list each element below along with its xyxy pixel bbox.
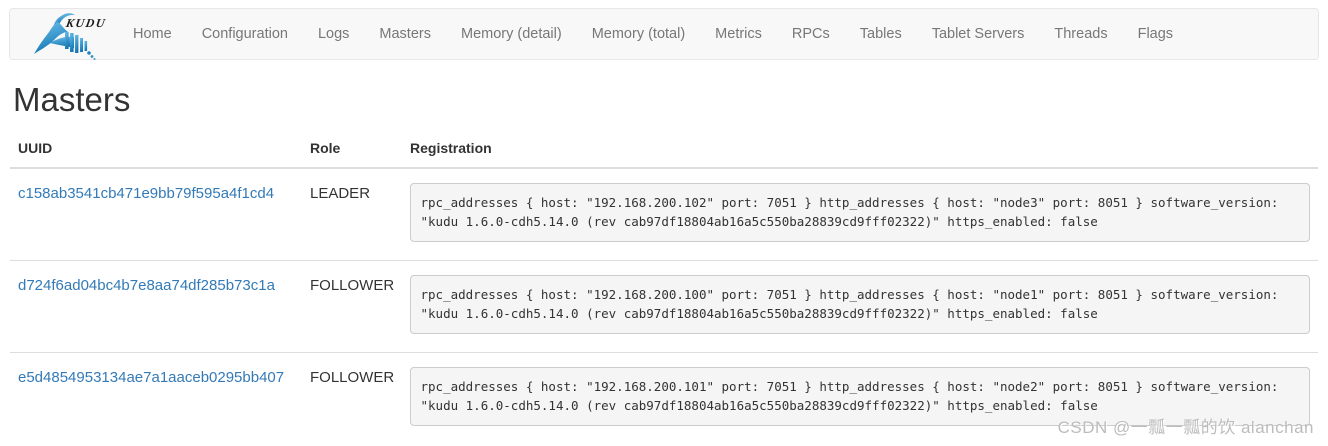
table-header-row: UUID Role Registration <box>10 131 1318 169</box>
master-uuid-link[interactable]: d724f6ad04bc4b7e8aa74df285b73c1a <box>18 276 275 294</box>
kudu-antelope-icon <box>34 4 100 65</box>
page-title: Masters <box>13 81 131 118</box>
nav-item-logs[interactable]: Logs <box>317 26 350 42</box>
master-role: FOLLOWER <box>302 351 402 444</box>
nav-item-memory-total[interactable]: Memory (total) <box>591 26 686 42</box>
col-header-uuid: UUID <box>10 131 302 169</box>
nav-item-rpcs[interactable]: RPCs <box>791 26 830 42</box>
table-row: d724f6ad04bc4b7e8aa74df285b73c1a FOLLOWE… <box>10 259 1318 353</box>
main-content: Masters UUID Role Registration c158ab354… <box>0 81 1328 444</box>
col-header-registration: Registration <box>402 131 1318 169</box>
masters-table: UUID Role Registration c158ab3541cb471e9… <box>10 131 1318 444</box>
master-registration: rpc_addresses { host: "192.168.200.100" … <box>410 274 1310 334</box>
nav-item-metrics[interactable]: Metrics <box>715 26 762 42</box>
nav-item-masters[interactable]: Masters <box>379 26 431 42</box>
kudu-logo[interactable]: KUDU <box>10 8 118 60</box>
table-row: e5d4854953134ae7a1aaceb0295bb407 FOLLOWE… <box>10 351 1318 444</box>
master-uuid-link[interactable]: c158ab3541cb471e9bb79f595a4f1cd4 <box>18 184 275 202</box>
nav-item-tables[interactable]: Tables <box>859 26 902 42</box>
master-role: FOLLOWER <box>302 259 402 353</box>
nav-item-tablet-servers[interactable]: Tablet Servers <box>931 26 1025 42</box>
kudu-wordmark: KUDU <box>64 15 108 30</box>
master-registration: rpc_addresses { host: "192.168.200.101" … <box>410 366 1310 426</box>
nav-item-memory-detail[interactable]: Memory (detail) <box>460 26 562 42</box>
nav-item-flags[interactable]: Flags <box>1137 26 1174 42</box>
navbar-menu: Home Configuration Logs Masters Memory (… <box>118 8 1188 60</box>
top-navbar: KUDU Home Configuration Logs Masters Mem… <box>9 8 1319 60</box>
col-header-role: Role <box>302 131 402 169</box>
master-registration: rpc_addresses { host: "192.168.200.102" … <box>410 182 1310 242</box>
master-role: LEADER <box>302 167 402 261</box>
table-row: c158ab3541cb471e9bb79f595a4f1cd4 LEADER … <box>10 167 1318 261</box>
nav-item-home[interactable]: Home <box>133 26 172 42</box>
nav-item-threads[interactable]: Threads <box>1054 26 1108 42</box>
master-uuid-link[interactable]: e5d4854953134ae7a1aaceb0295bb407 <box>18 368 285 386</box>
nav-item-configuration[interactable]: Configuration <box>201 26 288 42</box>
